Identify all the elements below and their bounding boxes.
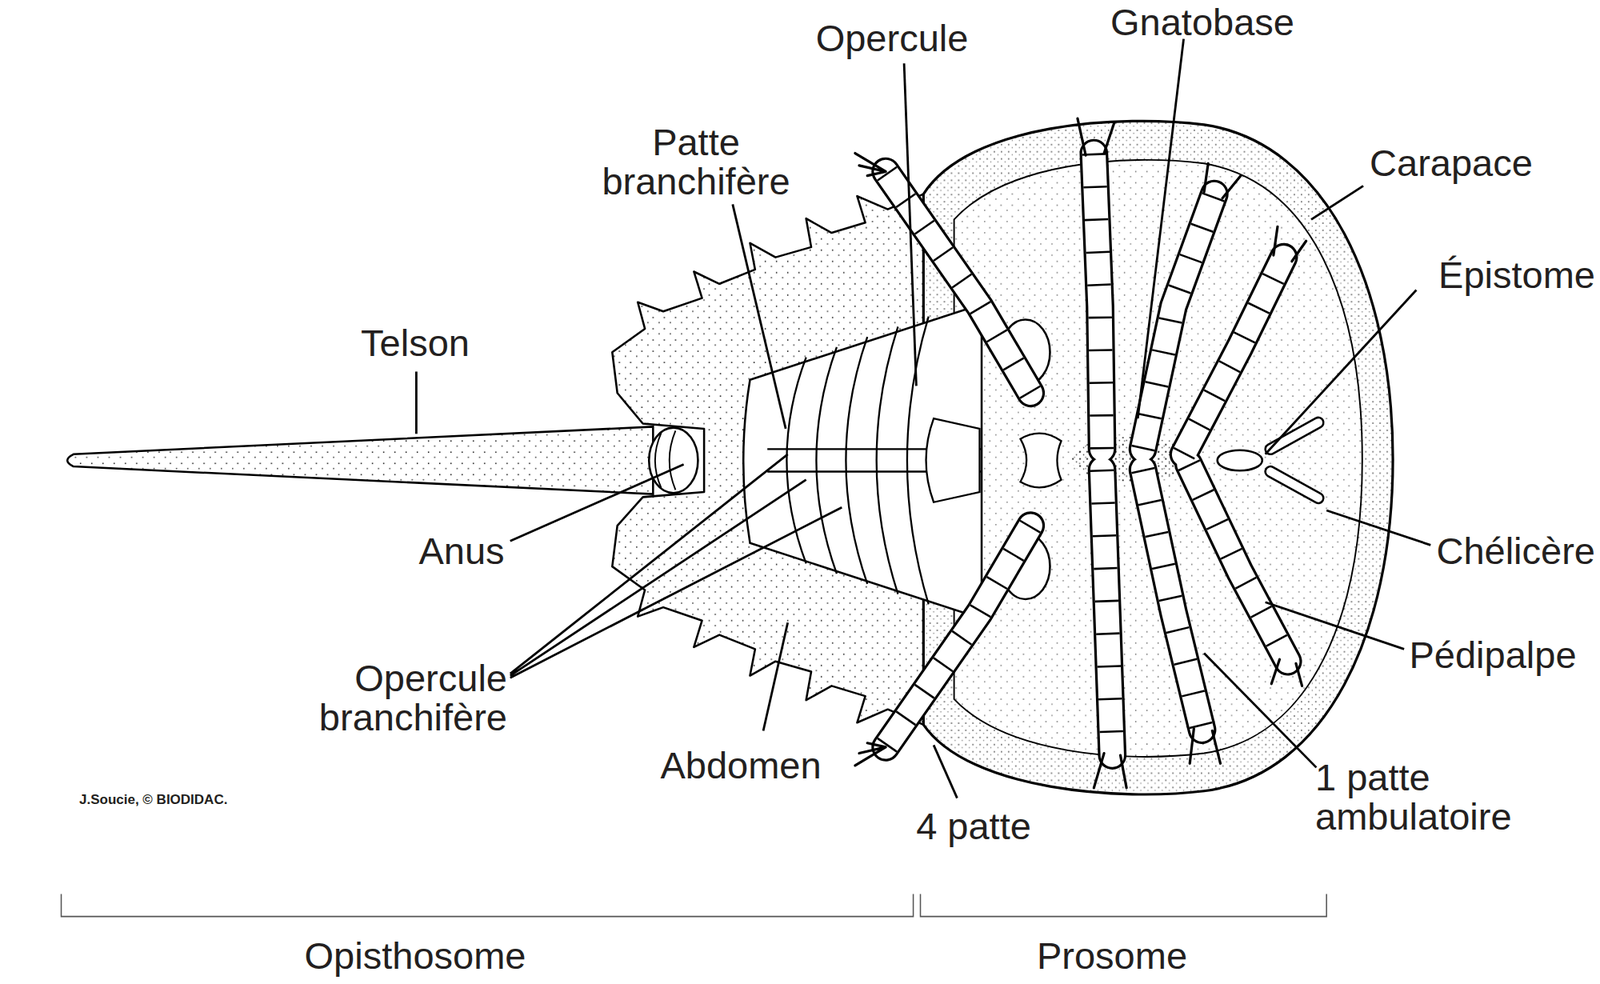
part-label: Opercule [816,18,969,58]
leader-lines [416,39,1431,799]
part-label: Abdomen [660,745,821,785]
carapace-drawing [923,120,1393,795]
region-brackets [61,894,1328,917]
part-label: Opercule branchifère [236,658,508,738]
copyright-note: J.Soucie, © BIODIDAC. [79,792,228,808]
legs-drawing [855,118,1319,788]
part-label: Carapace [1369,143,1533,183]
part-label: Anus [418,531,504,571]
part-label: Pédipalpe [1408,635,1576,675]
part-label: Épistome [1438,255,1596,295]
part-label: Chélicère [1436,531,1596,571]
telson-drawing [67,426,653,494]
part-label: Patte branchifère [560,122,832,202]
part-label: 1 patte ambulatoire [1315,757,1596,837]
part-label: 4 patte [916,806,1032,846]
part-label: Gnatobase [1110,2,1295,42]
region-label: Prosome [1036,936,1188,976]
region-label: Opisthosome [304,936,527,976]
part-label: Telson [360,323,470,363]
